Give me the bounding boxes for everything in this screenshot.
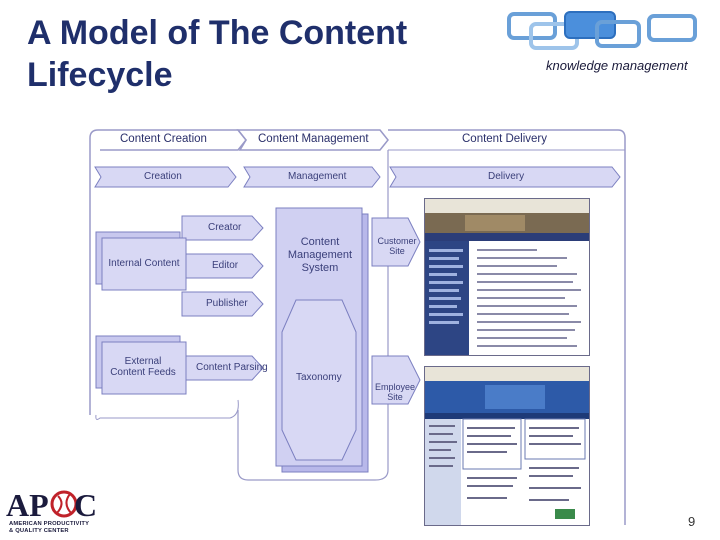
customer-site-thumbnail-icon <box>425 199 589 355</box>
output-employee-site: Employee Site <box>374 382 416 402</box>
page-title: A Model of The Content Lifecycle <box>27 14 408 94</box>
role-creator: Creator <box>208 222 242 233</box>
apqc-org-line1: AMERICAN PRODUCTIVITY <box>9 521 90 527</box>
svg-text:AP: AP <box>6 487 49 523</box>
logo-text: knowledge management <box>546 58 688 73</box>
page-number: 9 <box>688 514 696 529</box>
apqc-org-name: AMERICAN PRODUCTIVITY & QUALITY CENTER <box>9 521 89 535</box>
section-content-creation: Content Creation <box>120 133 207 145</box>
svg-text:C: C <box>74 487 96 523</box>
apqc-org-line2: & QUALITY CENTER <box>9 528 69 534</box>
apqc-logo-icon: AP C <box>6 487 96 523</box>
flow-creation: Creation <box>144 171 182 182</box>
source-internal-content: Internal Content <box>108 258 180 269</box>
flow-delivery: Delivery <box>488 171 525 182</box>
employee-site-screenshot <box>424 366 590 526</box>
knowledge-management-logo-icon <box>507 11 697 50</box>
source-external-content-feeds: External Content Feeds <box>110 356 176 378</box>
role-editor: Editor <box>212 260 239 271</box>
section-content-delivery: Content Delivery <box>462 133 548 145</box>
employee-site-thumbnail-icon <box>425 367 589 525</box>
role-content-parsing: Content Parsing <box>196 362 268 373</box>
section-content-management: Content Management <box>258 133 369 145</box>
output-customer-site: Customer Site <box>377 236 417 256</box>
cms-label: Content Management System <box>287 236 353 274</box>
cms-taxonomy: Taxonomy <box>296 372 342 383</box>
flow-management: Management <box>288 171 347 182</box>
role-publisher: Publisher <box>206 298 248 309</box>
customer-site-screenshot <box>424 198 590 356</box>
